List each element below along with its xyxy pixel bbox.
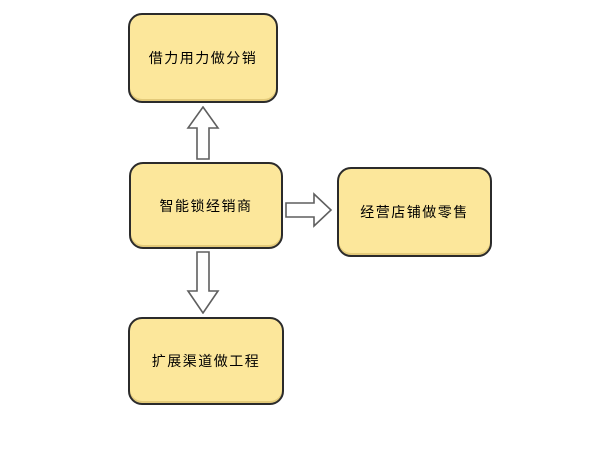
node-leverage-distribution: 借力用力做分销	[128, 13, 278, 103]
node-smart-lock-distributor: 智能锁经销商	[129, 162, 283, 249]
node-label: 智能锁经销商	[159, 198, 253, 215]
node-label: 扩展渠道做工程	[151, 354, 261, 370]
up-block-arrow-icon	[186, 106, 220, 160]
node-shop-retail: 经营店铺做零售	[337, 167, 492, 257]
node-label: 经营店铺做零售	[360, 205, 469, 221]
node-label: 借力用力做分销	[148, 51, 258, 67]
down-block-arrow-icon	[186, 251, 220, 314]
right-block-arrow-icon	[285, 192, 333, 228]
node-channel-engineering: 扩展渠道做工程	[128, 317, 284, 405]
